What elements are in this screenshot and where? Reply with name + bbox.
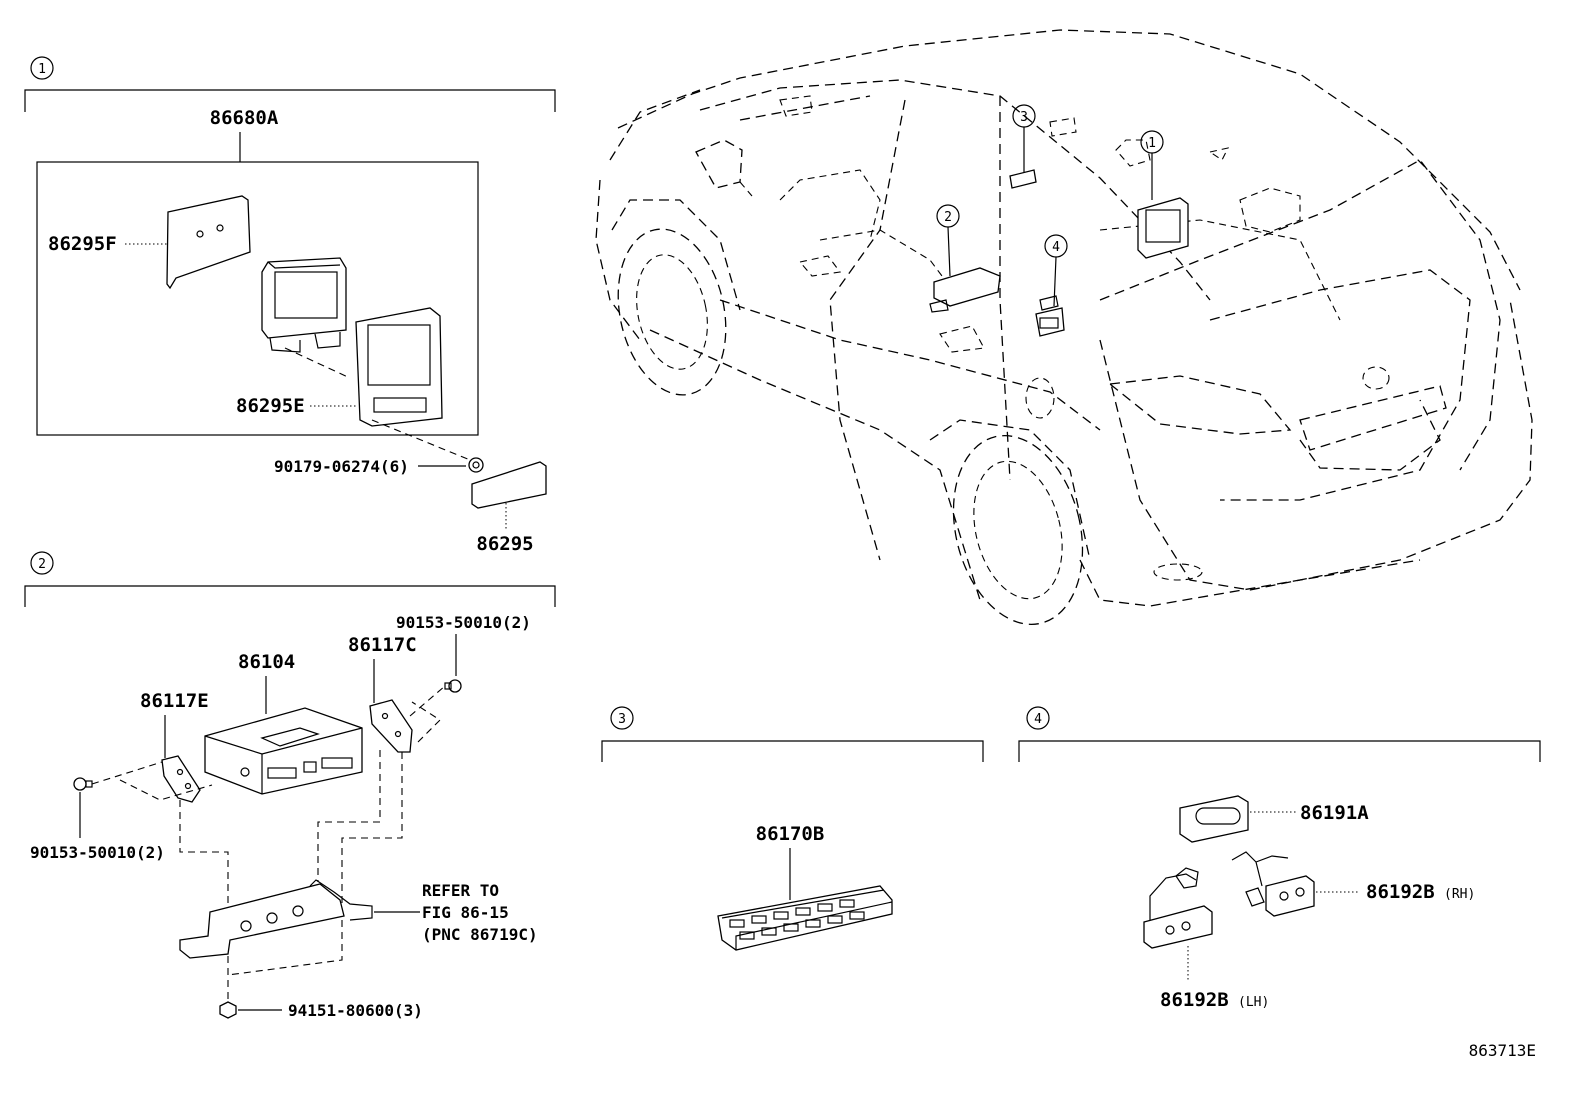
section-2-number: 2 (38, 557, 46, 572)
label-86295: 86295 (476, 533, 533, 555)
section-1: 1 86680A 86295F 86295E (24, 56, 556, 555)
label-86192B-lh: 86192B (1160, 989, 1229, 1011)
refer-line-2: FIG 86-15 (422, 903, 509, 922)
bolt-left-part (73, 777, 93, 791)
section-2-bracket (24, 585, 556, 607)
label-86295E: 86295E (236, 395, 305, 417)
display-unit-part (261, 257, 347, 353)
section-3-badge: 3 (610, 706, 634, 730)
section-1-badge: 1 (30, 56, 54, 80)
label-rh-suffix: (RH) (1444, 887, 1475, 902)
diagram-id: 863713E (1469, 1041, 1536, 1060)
section-2: 2 90153-50010(2) 86117C 86104 86117E (24, 551, 556, 1020)
bezel-86295E-part (355, 307, 443, 427)
bracket-86117C-part (369, 699, 413, 753)
label-86117E: 86117E (140, 690, 209, 712)
bracket-86117E-part (161, 755, 201, 803)
section-4: 4 86191A 86192B (RH) (1018, 706, 1541, 1011)
label-86192B-rh: 86192B (1366, 881, 1435, 903)
vehicle-receiver-part (1009, 169, 1037, 189)
remote-86170B-part (717, 885, 893, 951)
screw-90179-part (468, 457, 484, 473)
section-2-badge: 2 (30, 551, 54, 575)
cover-86295F-part (166, 195, 251, 290)
callout-1-number: 1 (1148, 136, 1156, 151)
vehicle-module-part (929, 267, 1001, 313)
callout-3: 3 (1012, 104, 1036, 172)
vehicle-jacks-part (1035, 295, 1065, 337)
jack-lh-part (1143, 867, 1213, 949)
callout-1: 1 (1140, 130, 1164, 200)
refer-line-3: (PNC 86719C) (422, 925, 538, 944)
callout-4: 4 (1044, 234, 1068, 307)
vehicle-monitor-part (1137, 197, 1189, 259)
callout-3-number: 3 (1020, 110, 1028, 125)
label-86117C: 86117C (348, 634, 417, 656)
section-3: 3 86170B (601, 706, 984, 951)
label-86295F: 86295F (48, 233, 117, 255)
section-4-number: 4 (1034, 712, 1042, 727)
label-90153-50010-left: 90153-50010(2) (30, 843, 165, 862)
lid-86295-part (471, 461, 547, 509)
section-4-bracket (1018, 740, 1541, 762)
label-lh-suffix: (LH) (1238, 995, 1269, 1010)
bolt-top-part (444, 679, 462, 693)
callout-2: 2 (936, 204, 960, 277)
section-1-number: 1 (38, 62, 46, 77)
label-90153-50010-top: 90153-50010(2) (396, 613, 531, 632)
bottom-bracket-part (179, 879, 373, 959)
section-4-badge: 4 (1026, 706, 1050, 730)
section-3-bracket (601, 740, 984, 762)
module-86104-part (204, 707, 363, 795)
panel-86191A-part (1179, 795, 1249, 843)
callout-4-number: 4 (1052, 240, 1060, 255)
vehicle-overview: 1 2 3 4 (595, 29, 1533, 625)
label-86170B: 86170B (756, 823, 825, 845)
label-86104: 86104 (238, 651, 295, 673)
section-1-bracket (24, 89, 556, 112)
section-3-number: 3 (618, 712, 626, 727)
label-94151-80600: 94151-80600(3) (288, 1001, 423, 1020)
callout-2-number: 2 (944, 210, 952, 225)
label-90179-06274: 90179-06274(6) (274, 457, 409, 476)
label-86680A: 86680A (210, 107, 279, 129)
nut-94151-part (219, 1001, 237, 1019)
assembly-86680A-frame (36, 161, 479, 436)
label-86191A: 86191A (1300, 802, 1369, 824)
refer-line-1: REFER TO (422, 881, 499, 900)
jack-rh-part (1231, 851, 1315, 917)
